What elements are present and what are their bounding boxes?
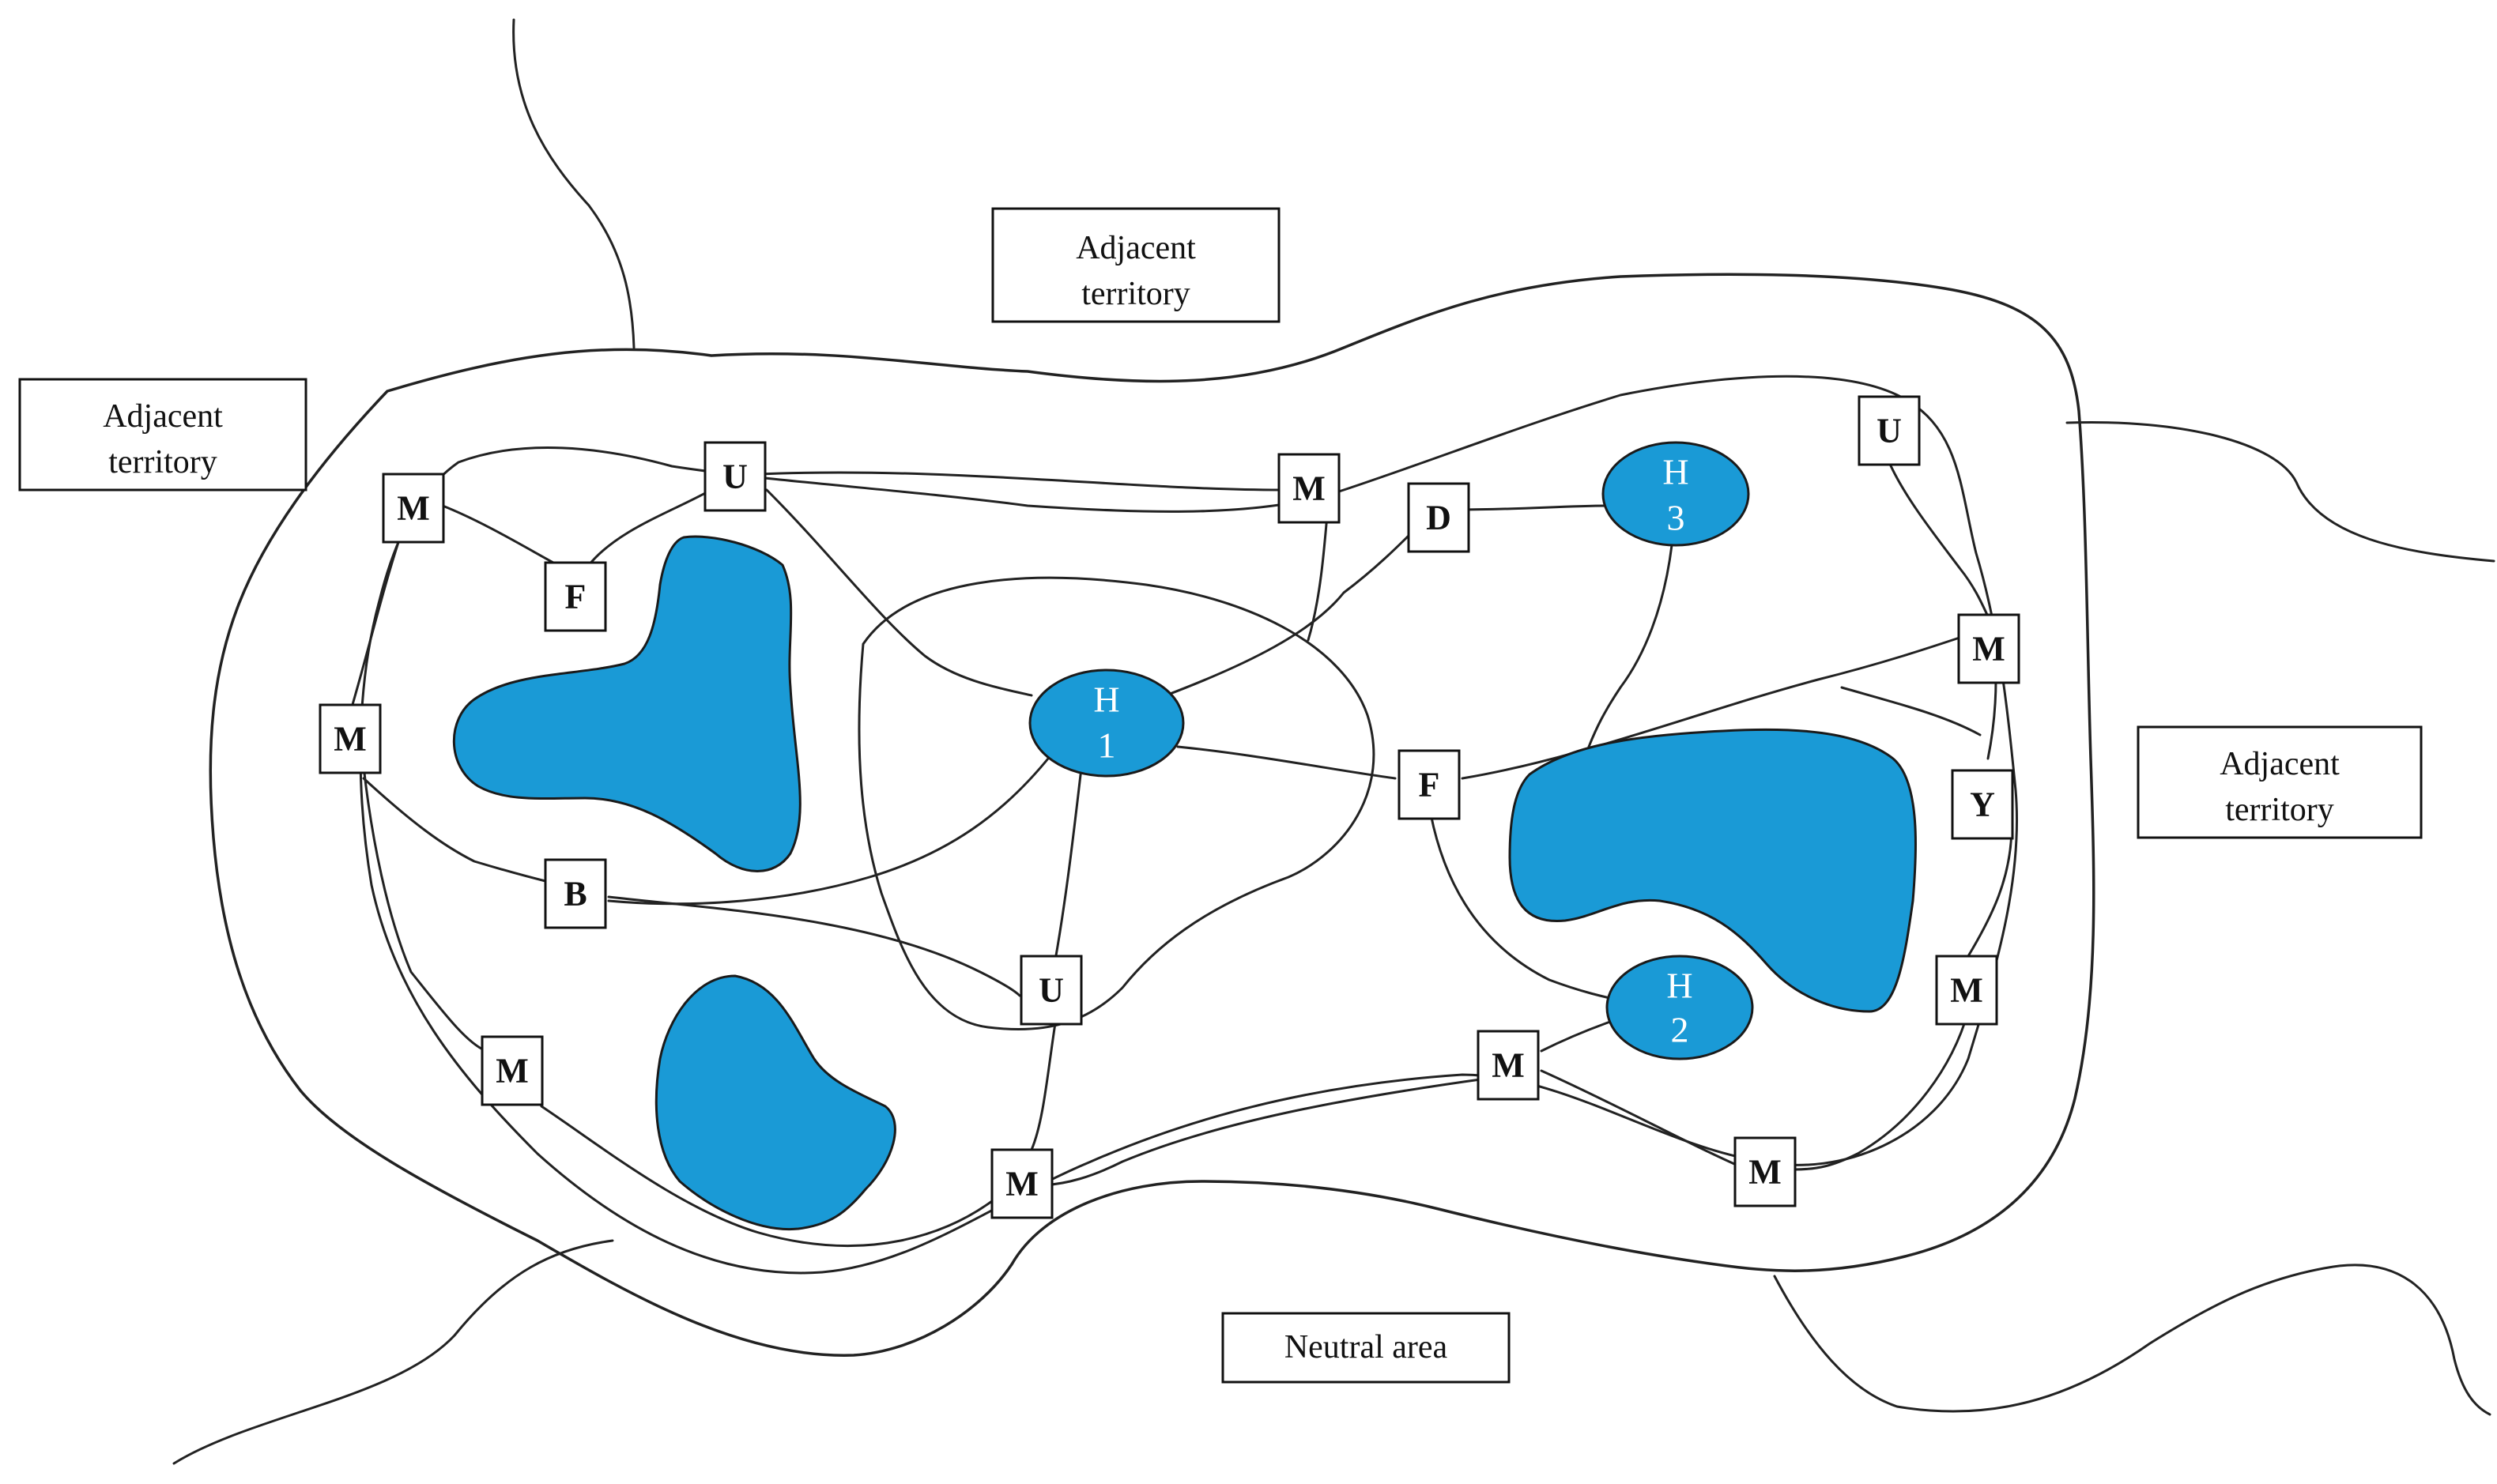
pond-trefoil <box>452 535 802 872</box>
territory-inner-boundary <box>359 375 2019 1275</box>
svg-text:M: M <box>397 489 430 528</box>
marker-m-top-center: M <box>1277 453 1341 524</box>
svg-text:Neutral area: Neutral area <box>1284 1329 1448 1365</box>
marker-m-bottom-center: M <box>990 1148 1054 1219</box>
svg-text:Adjacent: Adjacent <box>2220 746 2340 782</box>
marker-f-center: F <box>1397 749 1461 820</box>
marker-m-top-left: M <box>382 473 445 544</box>
hub-h3: H 3 <box>1601 441 1750 547</box>
hub-h2: H 2 <box>1605 955 1754 1060</box>
hub-h2-number: 2 <box>1671 1010 1689 1050</box>
trail-network <box>350 461 2013 1248</box>
svg-text:D: D <box>1426 499 1451 537</box>
label-adjacent-territory-top: Adjacent territory <box>991 207 1281 323</box>
core-area-loop <box>858 576 1375 1030</box>
marker-b-left: B <box>544 858 607 929</box>
marker-u-top-left: U <box>703 441 767 512</box>
label-adjacent-territory-right: Adjacent territory <box>2137 725 2423 839</box>
marker-m-bottom-right-a: M <box>1477 1030 1540 1101</box>
pond-bottom-left <box>654 974 896 1231</box>
marker-m-right-a: M <box>1957 613 2020 684</box>
hub-h2-shape <box>1605 955 1754 1060</box>
marker-y-right: Y <box>1951 769 2014 840</box>
svg-text:M: M <box>1492 1046 1525 1085</box>
svg-text:M: M <box>334 720 367 759</box>
svg-text:M: M <box>1950 971 1983 1010</box>
hub-h1-number: 1 <box>1098 725 1116 766</box>
svg-text:territory: territory <box>2225 792 2334 828</box>
stream-bottom-left <box>172 1239 614 1465</box>
svg-text:F: F <box>565 578 587 616</box>
hub-h3-shape <box>1601 441 1750 547</box>
svg-text:U: U <box>1039 971 1064 1010</box>
stream-bottom-right <box>1773 1264 2491 1416</box>
svg-text:M: M <box>1972 630 2005 669</box>
svg-text:M: M <box>496 1052 529 1090</box>
stream-right <box>2065 420 2495 563</box>
marker-m-bottom-right-b: M <box>1733 1136 1797 1207</box>
hub-h1-shape <box>1028 669 1185 778</box>
svg-text:M: M <box>1292 469 1326 508</box>
svg-text:U: U <box>1877 412 1902 450</box>
svg-text:Adjacent: Adjacent <box>1076 230 1196 266</box>
territory-outer-boundary <box>209 273 2095 1357</box>
marker-f-left: F <box>544 561 607 632</box>
svg-text:U: U <box>722 458 748 496</box>
hub-h1: H 1 <box>1028 669 1185 778</box>
hub-h2-letter: H <box>1666 966 1692 1006</box>
marker-m-right-b: M <box>1935 955 1998 1026</box>
hub-h1-letter: H <box>1093 680 1119 720</box>
hub-h3-letter: H <box>1662 452 1688 492</box>
svg-text:territory: territory <box>1081 276 1190 312</box>
label-neutral-area: Neutral area <box>1221 1312 1511 1384</box>
pond-large-right <box>1508 728 1918 1013</box>
svg-text:F: F <box>1419 766 1440 804</box>
label-adjacent-territory-left: Adjacent territory <box>18 378 307 492</box>
hub-h3-number: 3 <box>1667 498 1685 538</box>
svg-text:territory: territory <box>108 444 217 480</box>
marker-u-center: U <box>1020 955 1083 1026</box>
marker-m-left: M <box>319 703 382 774</box>
marker-m-bottom-left: M <box>481 1035 544 1106</box>
svg-text:Adjacent: Adjacent <box>103 398 223 435</box>
svg-text:Y: Y <box>1970 785 1995 824</box>
marker-u-top-right: U <box>1858 395 1921 466</box>
svg-text:B: B <box>564 875 587 913</box>
svg-text:M: M <box>1748 1153 1782 1192</box>
stream-top <box>512 18 636 349</box>
svg-text:M: M <box>1005 1165 1039 1203</box>
marker-d-center: D <box>1407 482 1470 553</box>
